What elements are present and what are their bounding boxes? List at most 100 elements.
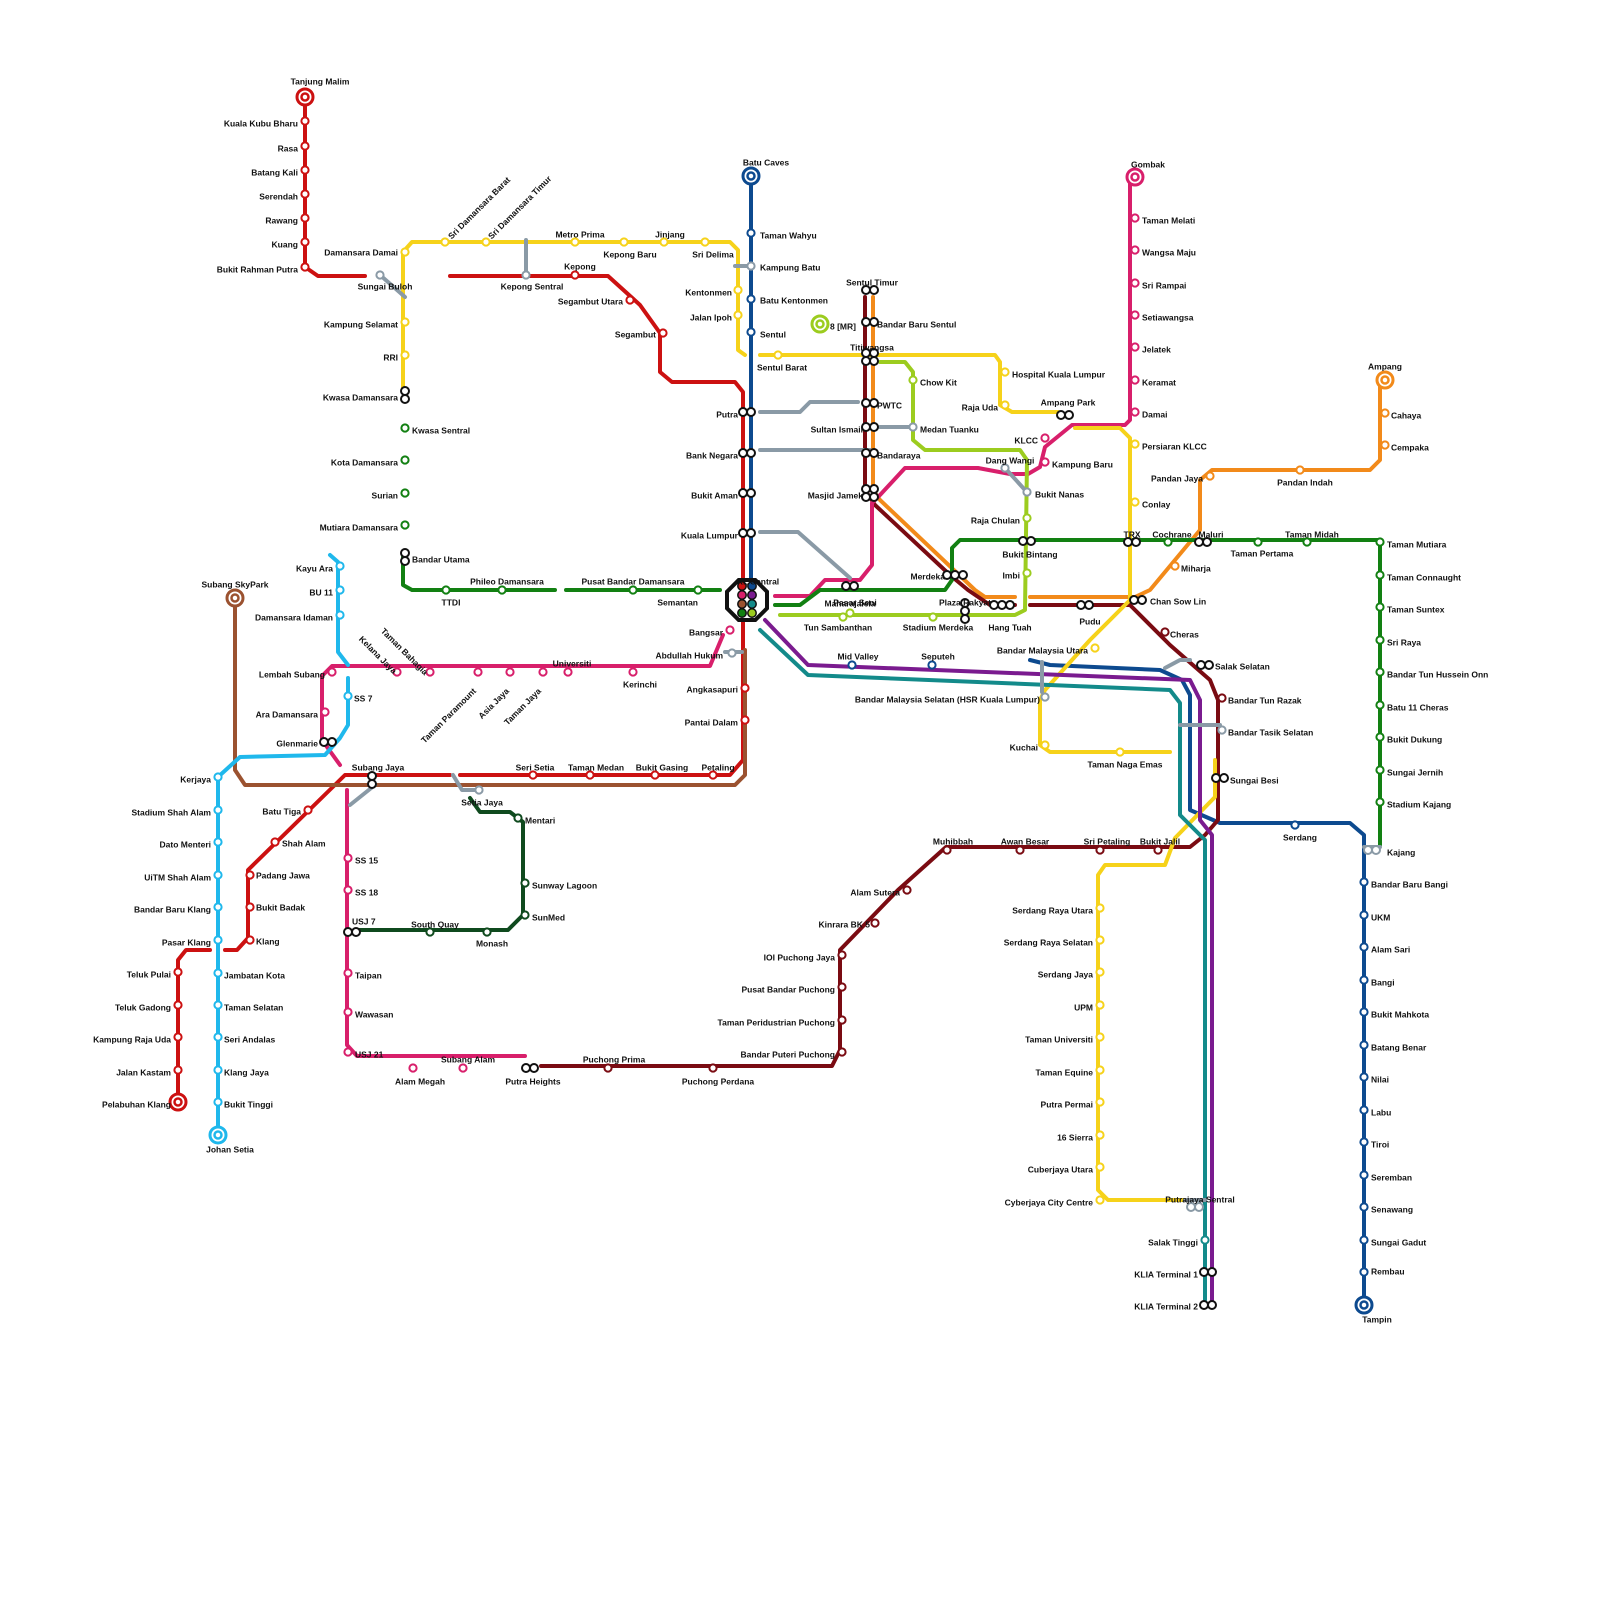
interchange-marker[interactable]	[869, 484, 879, 494]
station-marker[interactable]	[927, 660, 937, 670]
station-marker[interactable]	[173, 1000, 183, 1010]
station-marker[interactable]	[528, 770, 538, 780]
station-marker[interactable]	[343, 885, 353, 895]
station-marker[interactable]	[343, 968, 353, 978]
station-marker[interactable]	[245, 870, 255, 880]
interchange-marker[interactable]	[319, 737, 329, 747]
station-marker[interactable]	[1153, 845, 1163, 855]
station-taman-wahyu[interactable]	[746, 228, 756, 238]
station-pandan-jaya[interactable]	[1205, 471, 1215, 481]
station-marker[interactable]	[1130, 439, 1140, 449]
station-kampung-selamat[interactable]	[400, 317, 410, 327]
station-marker[interactable]	[327, 667, 337, 677]
station-marker[interactable]	[1375, 765, 1385, 775]
station-batu-kentonmen[interactable]	[746, 294, 756, 304]
interchange-marker[interactable]	[869, 492, 879, 502]
station-marker[interactable]	[1130, 375, 1140, 385]
station-marker[interactable]	[245, 902, 255, 912]
station-marker[interactable]	[425, 667, 435, 677]
station-marker[interactable]	[400, 423, 410, 433]
interchange-marker[interactable]	[351, 927, 361, 937]
station-marker[interactable]	[708, 1063, 718, 1073]
station-marker[interactable]	[1040, 740, 1050, 750]
station-chow-kit[interactable]	[908, 375, 918, 385]
station-marker[interactable]	[746, 294, 756, 304]
station-marker[interactable]	[497, 585, 507, 595]
station-damansara-idaman[interactable]	[335, 610, 345, 620]
station-marker[interactable]	[1095, 967, 1105, 977]
interchange-marker[interactable]	[746, 407, 756, 417]
station-marker[interactable]	[659, 237, 669, 247]
station-marker[interactable]	[1040, 433, 1050, 443]
station-marker[interactable]	[213, 772, 223, 782]
station-bukit-dukung[interactable]	[1375, 732, 1385, 742]
station-taman-melati[interactable]	[1130, 213, 1140, 223]
station-marker[interactable]	[1290, 820, 1300, 830]
station-jalan-kastam[interactable]	[173, 1065, 183, 1075]
station-lembah-subang[interactable]	[327, 667, 337, 677]
station-marker[interactable]	[1359, 1137, 1369, 1147]
station-putra-permai[interactable]	[1095, 1097, 1105, 1107]
station-cyberjaya-city-centre[interactable]	[1095, 1195, 1105, 1205]
station-marker[interactable]	[474, 785, 484, 795]
station-marker[interactable]	[1359, 1267, 1369, 1277]
station-stadium-merdeka[interactable]	[928, 612, 938, 622]
station-marker[interactable]	[1359, 1202, 1369, 1212]
station-ss-18[interactable]	[343, 885, 353, 895]
station-sri-petaling[interactable]	[1095, 845, 1105, 855]
station-alam-sutera[interactable]	[902, 885, 912, 895]
station-marker[interactable]	[746, 327, 756, 337]
station-salak-selatan[interactable]	[1196, 660, 1214, 670]
station-mutiara-damansara[interactable]	[400, 520, 410, 530]
station-marker[interactable]	[1130, 213, 1140, 223]
station-jelatek[interactable]	[1130, 342, 1140, 352]
station-marker[interactable]	[570, 270, 580, 280]
interchange-marker[interactable]	[521, 1063, 531, 1073]
interchange-marker[interactable]	[1026, 536, 1036, 546]
station-marker[interactable]	[1359, 1105, 1369, 1115]
station-trx[interactable]	[1123, 537, 1141, 547]
station-cuberjaya-utara[interactable]	[1095, 1162, 1105, 1172]
station-marker[interactable]	[441, 585, 451, 595]
interchange-marker[interactable]	[746, 448, 756, 458]
station-serdang[interactable]	[1290, 820, 1300, 830]
station-klang[interactable]	[245, 935, 255, 945]
interchange-marker[interactable]	[738, 528, 748, 538]
station-nilai[interactable]	[1359, 1072, 1369, 1082]
station-marker[interactable]	[1115, 747, 1125, 757]
station-marker[interactable]	[1090, 643, 1100, 653]
terminus-inner-marker[interactable]	[173, 1097, 183, 1107]
station-marker[interactable]	[173, 1065, 183, 1075]
station-marker[interactable]	[628, 667, 638, 677]
station-kuchai[interactable]	[1040, 740, 1050, 750]
station-marker[interactable]	[538, 667, 548, 677]
station-marker[interactable]	[733, 310, 743, 320]
station-kuala-kubu-bharu[interactable]	[300, 116, 310, 126]
station-marker[interactable]	[482, 927, 492, 937]
terminus-inner-marker[interactable]	[230, 593, 240, 603]
interchange-marker[interactable]	[400, 394, 410, 404]
station-labu[interactable]	[1359, 1105, 1369, 1115]
station-pusat-bandar-damansara[interactable]	[628, 585, 638, 595]
station-ioi-puchong-jaya[interactable]	[837, 950, 847, 960]
station-marker[interactable]	[440, 237, 450, 247]
hub-line-marker[interactable]	[737, 608, 747, 618]
station-cochrane[interactable]	[1163, 537, 1173, 547]
interchange-marker[interactable]	[400, 556, 410, 566]
interchange-marker[interactable]	[1084, 600, 1094, 610]
station-pelabuhan-klang[interactable]	[168, 1092, 188, 1112]
station-batang-benar[interactable]	[1359, 1040, 1369, 1050]
station-kepong-sentral[interactable]	[521, 270, 531, 280]
station-kuang[interactable]	[300, 237, 310, 247]
station-marker[interactable]	[1022, 568, 1032, 578]
station-marker[interactable]	[1380, 408, 1390, 418]
station-metro-prima[interactable]	[570, 237, 580, 247]
station-marker[interactable]	[1200, 1235, 1210, 1245]
station-klia-terminal-2[interactable]	[1199, 1300, 1217, 1310]
interchange-marker[interactable]	[1064, 410, 1074, 420]
station-angkasapuri[interactable]	[740, 683, 750, 693]
station-marker[interactable]	[1095, 1130, 1105, 1140]
station-sungai-jernih[interactable]	[1375, 765, 1385, 775]
station-wawasan[interactable]	[343, 1007, 353, 1017]
station-marker[interactable]	[473, 667, 483, 677]
